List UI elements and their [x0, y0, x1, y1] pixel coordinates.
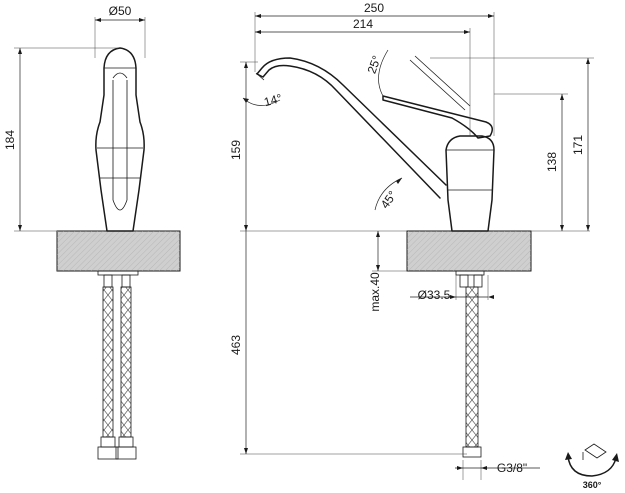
front-diameter-label: Ø50 [109, 4, 132, 18]
side-view: 250 214 25° 14° 159 45° 138 [229, 1, 594, 480]
spout-tip-angle-label: 14° [262, 91, 283, 109]
hole-diameter-label: Ø33.5 [418, 288, 451, 302]
deck-thickness-label: max.40 [368, 272, 382, 312]
hose-thread-label: G3/8" [497, 461, 527, 475]
side-faucet-body [445, 135, 495, 232]
side-total-height-label: 171 [571, 135, 585, 155]
front-hose-left [102, 286, 114, 438]
side-lever [382, 95, 493, 139]
side-spout [256, 57, 447, 199]
side-spout-height-label: 159 [229, 140, 243, 160]
front-hose-right [120, 286, 132, 438]
front-height-label: 184 [3, 130, 17, 150]
lever-angle-label: 25° [365, 54, 384, 76]
front-faucet-body [95, 47, 145, 232]
side-hose [465, 286, 479, 448]
spout-angle-label: 45° [378, 188, 400, 211]
side-lever-height-label: 138 [545, 152, 559, 172]
rotation-label: 360° [583, 480, 602, 490]
side-spout-length-label: 214 [353, 17, 373, 31]
side-total-length-label: 250 [364, 1, 384, 15]
front-view: Ø50 184 [3, 4, 181, 460]
hose-length-label: 463 [229, 335, 243, 355]
rotation-icon: 360° [565, 443, 619, 490]
